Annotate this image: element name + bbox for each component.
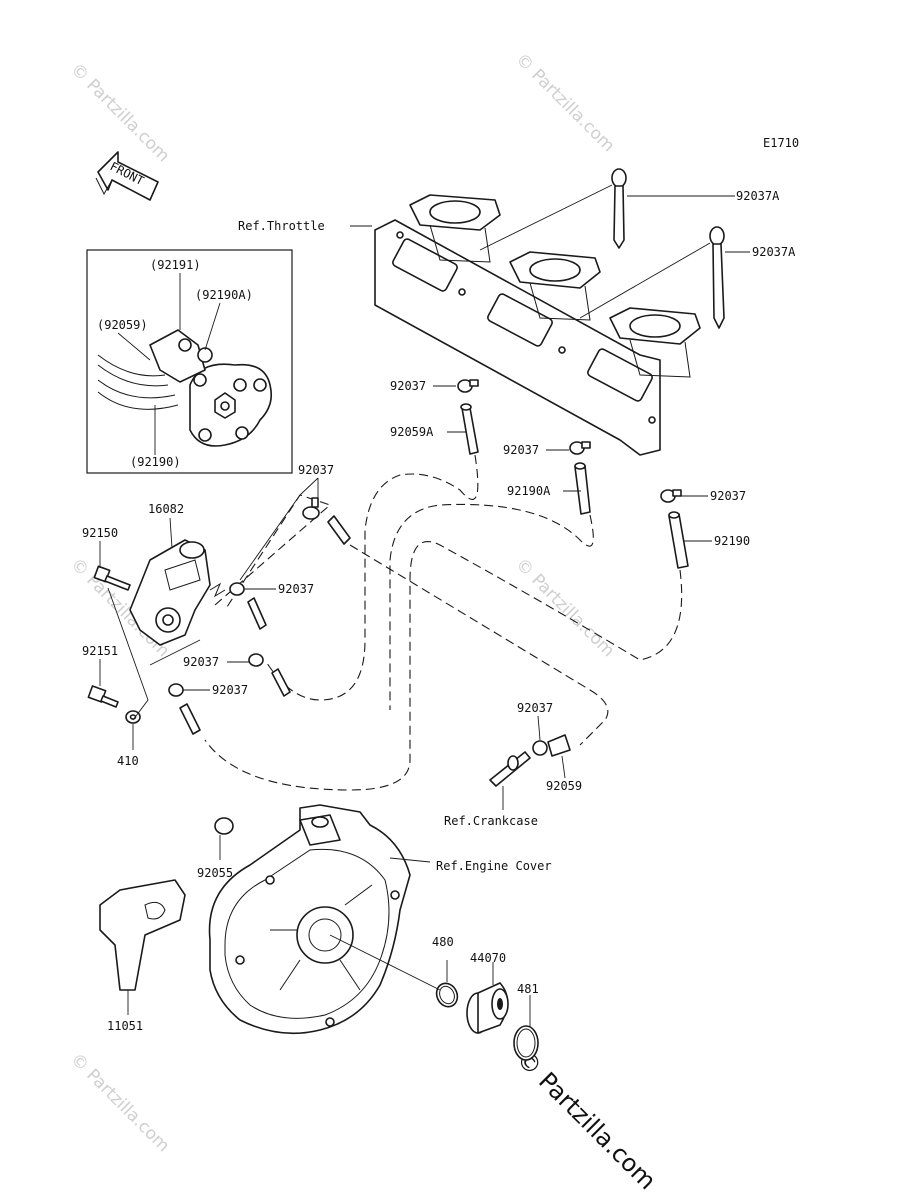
circlip-480 — [435, 982, 459, 1008]
hose-short-f — [271, 668, 291, 697]
label-92037A-top: 92037A — [736, 189, 780, 203]
ref-engine-cover: Ref.Engine Cover — [436, 859, 552, 873]
watermark-1: © Partzilla.com — [66, 59, 173, 166]
label-inset-92190: (92190) — [130, 455, 181, 469]
hose-routing — [204, 454, 683, 791]
crankcase-fitting — [489, 734, 571, 787]
o-ring-92055 — [214, 817, 234, 835]
label-inset-92059: (92059) — [97, 318, 148, 332]
throttle-body-manifold — [374, 194, 701, 456]
hose-short-d — [327, 515, 351, 545]
clamp-92037-a — [457, 379, 479, 393]
clamp-92037-d — [302, 497, 320, 520]
bracket-11051 — [99, 879, 186, 991]
label-92059: 92059 — [546, 779, 582, 793]
hose-92059A — [460, 403, 479, 455]
label-92037-d: 92037 — [298, 463, 334, 477]
hose-short-e — [247, 597, 267, 630]
clamp-92037-c — [660, 489, 682, 503]
label-44070: 44070 — [470, 951, 506, 965]
washer-410 — [125, 710, 141, 724]
inset-pump-illustration — [97, 329, 273, 447]
label-inset-92191: (92191) — [150, 258, 201, 272]
oil-pump-16082 — [129, 539, 226, 646]
hose-92190A — [574, 462, 591, 515]
leader-16082 — [169, 517, 173, 549]
label-92037-g: 92037 — [212, 683, 248, 697]
watermark-main: © Partzilla.com — [511, 1044, 662, 1195]
ref-throttle: Ref.Throttle — [238, 219, 325, 233]
bolt-92150 — [93, 565, 131, 591]
leader-strap-mid-to-manifold — [579, 242, 711, 319]
leader-bolt-group — [107, 587, 149, 721]
label-92059A: 92059A — [390, 425, 434, 439]
ref-crankcase: Ref.Crankcase — [444, 814, 538, 828]
bearing-44070 — [466, 982, 509, 1034]
diagram-code: E1710 — [763, 136, 799, 150]
label-92037-a: 92037 — [390, 379, 426, 393]
label-92037-e: 92037 — [278, 582, 314, 596]
label-92190A: 92190A — [507, 484, 551, 498]
hose-92190 — [668, 511, 689, 569]
label-410: 410 — [117, 754, 139, 768]
label-92037-f: 92037 — [183, 655, 219, 669]
clamp-92037-g — [168, 683, 184, 697]
label-481: 481 — [517, 982, 539, 996]
leader-92037-d — [239, 477, 319, 581]
leader-92059 — [561, 755, 566, 779]
circlip-481 — [513, 1025, 539, 1061]
label-92190: 92190 — [714, 534, 750, 548]
leader-cover-to-circlip — [329, 934, 441, 991]
tie-strap-mid — [709, 226, 725, 329]
clamp-92037-f — [248, 653, 264, 667]
label-92037A-mid: 92037A — [752, 245, 796, 259]
watermark-5: © Partzilla.com — [66, 1049, 173, 1156]
clamp-92037-e — [229, 582, 245, 596]
label-92037-c: 92037 — [710, 489, 746, 503]
bolt-92151 — [87, 685, 119, 708]
label-11051: 11051 — [107, 1019, 143, 1033]
detail-inset-frame — [86, 249, 293, 474]
clamp-92037-b — [569, 441, 591, 455]
engine-cover — [208, 804, 411, 1035]
leader-inset-92059 — [117, 332, 151, 361]
leader-92037-h — [537, 715, 541, 741]
label-92151: 92151 — [82, 644, 118, 658]
label-92150: 92150 — [82, 526, 118, 540]
leader-strap-top-to-manifold — [479, 184, 613, 251]
watermark-2: © Partzilla.com — [511, 49, 618, 156]
front-arrow-icon: FRONT — [95, 151, 159, 201]
hose-short-g — [179, 703, 201, 735]
label-480: 480 — [432, 935, 454, 949]
label-16082: 16082 — [148, 502, 184, 516]
label-92055: 92055 — [197, 866, 233, 880]
label-inset-92190A: (92190A) — [195, 288, 253, 302]
tie-strap-top — [611, 168, 627, 249]
leader-ref-engine-cover — [389, 857, 431, 863]
leader-inset-92190A — [204, 302, 221, 351]
watermark-4: © Partzilla.com — [511, 554, 618, 661]
label-92037-h: 92037 — [517, 701, 553, 715]
leader-pump-bracket — [149, 639, 201, 666]
label-92037-b: 92037 — [503, 443, 539, 457]
